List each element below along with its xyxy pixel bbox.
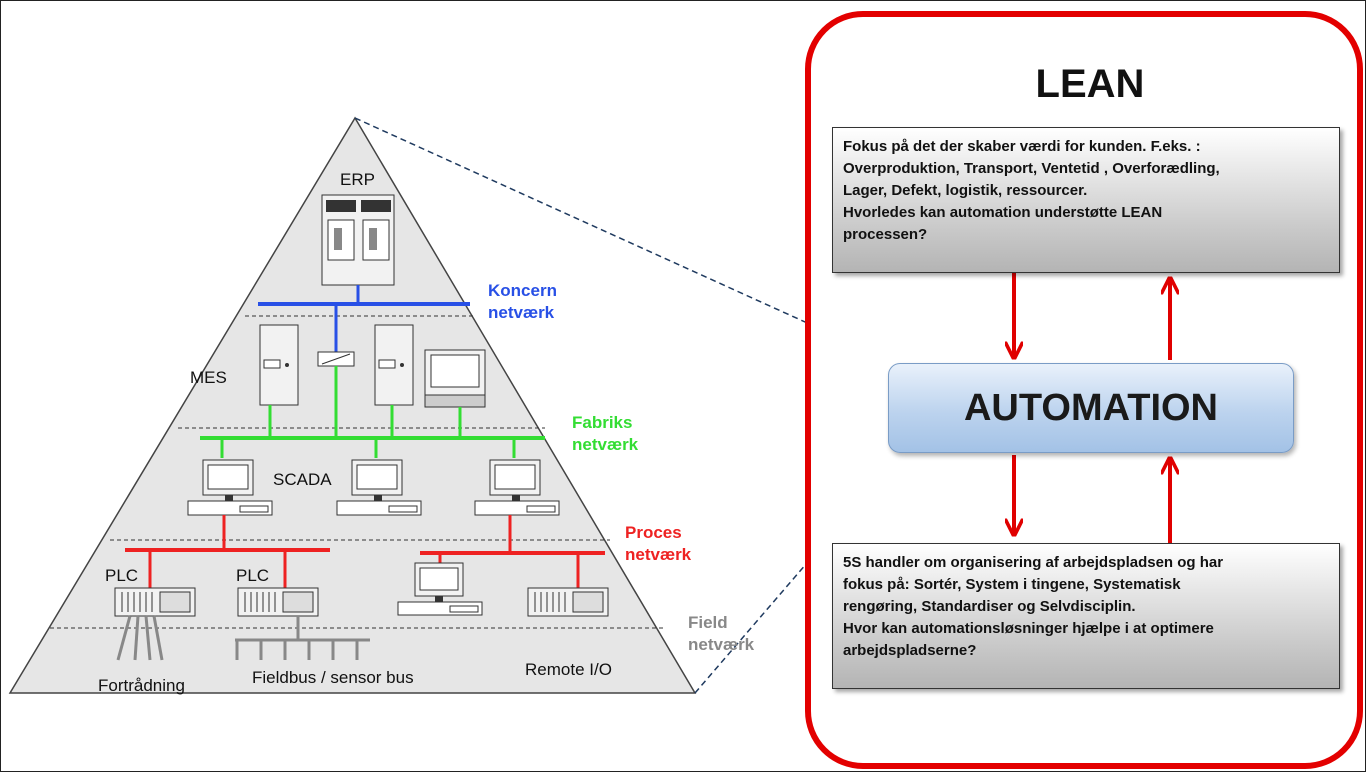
koncern-network-label: Koncern netværk <box>488 281 557 322</box>
remote-workstation-icon <box>397 562 483 616</box>
mes-label: MES <box>190 368 227 387</box>
lean-value-box: Fokus på det der skaber værdi for kunden… <box>832 127 1340 273</box>
proces-network-line <box>125 515 605 588</box>
field-wiring <box>116 615 164 661</box>
fieldbus-line <box>235 616 370 660</box>
remote-io-rack-icon <box>527 587 609 617</box>
plc-rack-1-icon <box>114 587 196 617</box>
erp-label: ERP <box>340 170 375 189</box>
flow-arrows <box>1014 272 1170 545</box>
field-network-label: Field netværk <box>688 613 755 654</box>
lean-title: LEAN <box>1035 62 1145 106</box>
plc-rack-2-icon <box>237 587 319 617</box>
fieldbus-label: Fieldbus / sensor bus <box>252 668 414 687</box>
scada-workstation-1-icon <box>187 459 273 516</box>
network-switch-icon <box>317 351 355 367</box>
level-separators <box>50 315 665 629</box>
plc-1-label: PLC <box>105 566 139 585</box>
remote-io-label: Remote I/O <box>525 660 612 679</box>
fortradning-label: Fortrådning <box>98 676 185 695</box>
scada-label: SCADA <box>273 470 332 489</box>
five-s-box: 5S handler om organisering af arbejdspla… <box>832 543 1340 689</box>
scada-workstation-2-icon <box>336 459 422 516</box>
mes-server-icon <box>259 324 299 406</box>
mes-workstation-icon <box>424 349 486 408</box>
automation-box: AUTOMATION <box>888 363 1294 453</box>
mes-server-2-icon <box>374 324 414 406</box>
fabriks-network-line <box>200 366 545 458</box>
scada-workstation-3-icon <box>474 459 560 516</box>
erp-server-icon <box>321 194 395 286</box>
fabriks-network-label: Fabriks netværk <box>572 413 639 454</box>
proces-network-label: Proces netværk <box>625 523 692 564</box>
plc-2-label: PLC <box>236 566 270 585</box>
